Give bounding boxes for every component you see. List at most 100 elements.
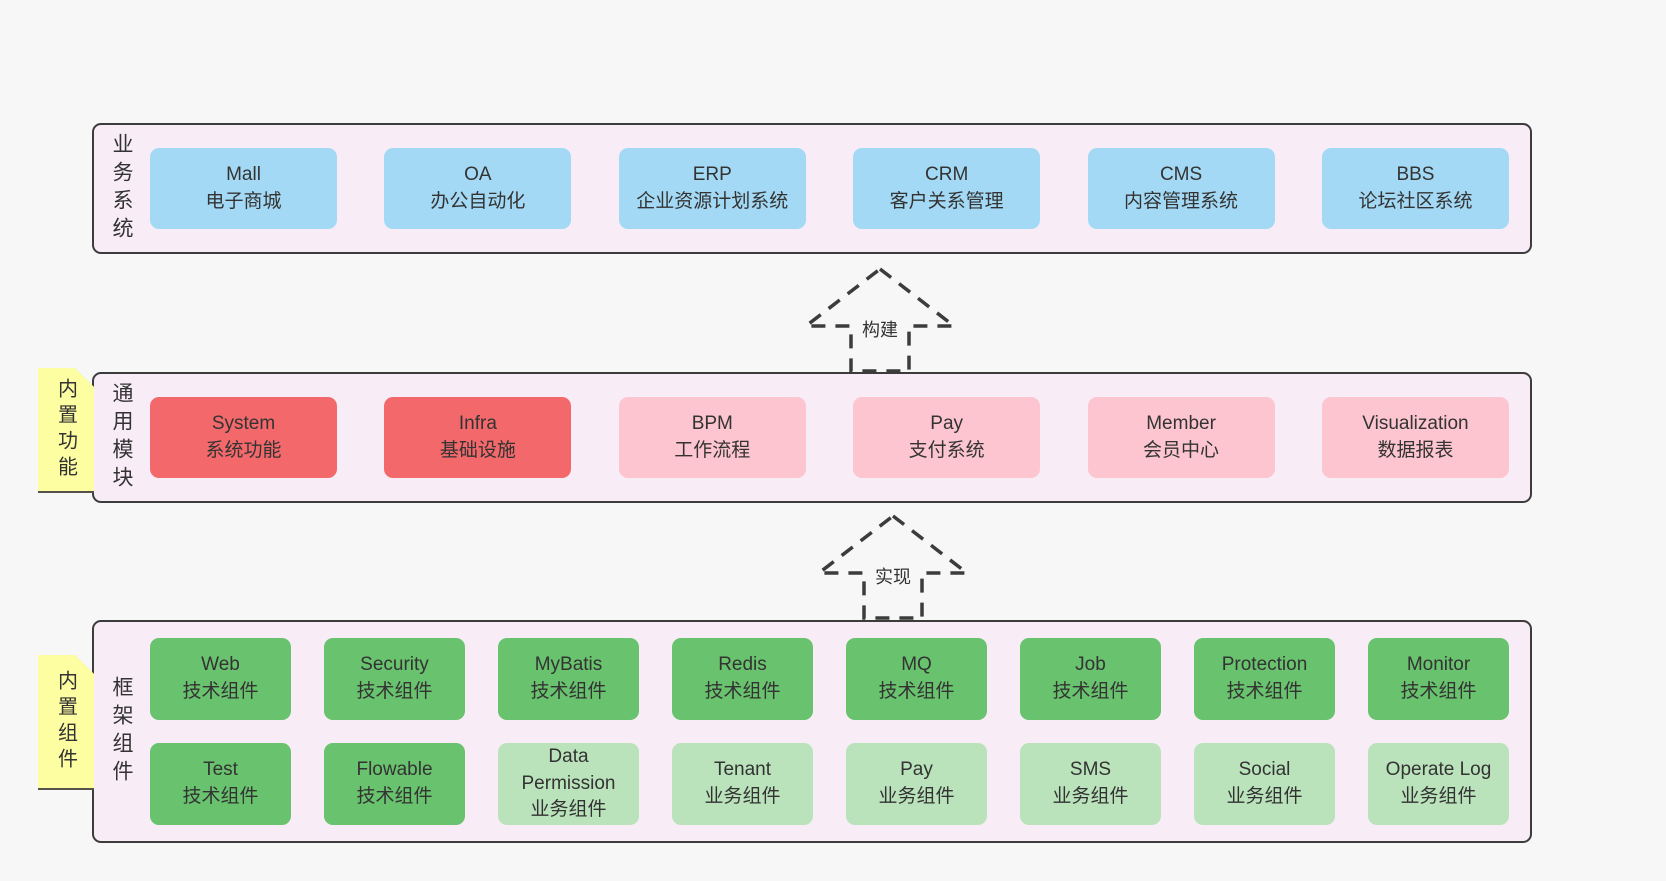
box-web: Web 技术组件: [150, 638, 291, 720]
box-operate-log: Operate Log 业务组件: [1368, 743, 1509, 825]
box-title: Redis: [718, 654, 767, 676]
box-subtitle: 技术组件: [1400, 681, 1477, 702]
box-subtitle: 论坛社区系统: [1358, 190, 1473, 212]
box-cms: CMS 内容管理系统: [1087, 148, 1275, 229]
box-pay: Pay 支付系统: [853, 397, 1041, 478]
box-subtitle: 技术组件: [356, 786, 433, 807]
box-social: Social 业务组件: [1194, 743, 1335, 825]
band-label-business-systems: 业务系统: [110, 132, 133, 245]
box-subtitle: 业务组件: [1400, 786, 1477, 807]
sticky-note-built-in-features: 内置功能: [38, 368, 94, 493]
box-monitor: Monitor 技术组件: [1368, 638, 1509, 720]
box-row: System 系统功能 Infra 基础设施 BPM 工作流程 Pay 支付系统 Member 会…: [150, 397, 1509, 478]
box-title: Monitor: [1406, 654, 1471, 676]
box-subtitle: 会员中心: [1143, 439, 1220, 461]
box-subtitle: 业务组件: [878, 786, 955, 807]
box-test: Test 技术组件: [150, 743, 291, 825]
sticky-note-label: 内置功能: [54, 377, 77, 482]
box-subtitle: 办公自动化: [430, 190, 526, 212]
box-title: System: [211, 412, 276, 434]
box-title: MQ: [901, 654, 932, 676]
box-flowable: Flowable 技术组件: [324, 743, 465, 825]
box-system: System 系统功能: [150, 397, 337, 478]
arrow-implement-label: 实现: [875, 567, 911, 587]
box-subtitle: 工作流程: [674, 439, 751, 461]
box-title: BBS: [1396, 163, 1435, 185]
box-security: Security 技术组件: [324, 638, 465, 720]
box-bpm: BPM 工作流程: [618, 397, 806, 478]
box-oa: OA 办公自动化: [384, 148, 572, 229]
box-subtitle: 技术组件: [356, 681, 433, 702]
box-subtitle: 企业资源计划系统: [636, 190, 789, 212]
box-title: Data Permission: [521, 746, 616, 794]
sticky-note-built-in-components: 内置组件: [38, 655, 94, 790]
box-title: BPM: [691, 412, 733, 434]
box-subtitle: 内容管理系统: [1124, 190, 1239, 212]
arrow-build-label: 构建: [862, 320, 898, 340]
box-title: Operate Log: [1385, 759, 1492, 781]
box-subtitle: 基础设施: [439, 439, 516, 461]
box-bbs: BBS 论坛社区系统: [1321, 148, 1509, 229]
box-subtitle: 支付系统: [908, 439, 985, 461]
box-subtitle: 业务组件: [1226, 786, 1303, 807]
band-common-modules-boxes: System 系统功能 Infra 基础设施 BPM 工作流程 Pay 支付系统 Member 会…: [150, 374, 1509, 501]
box-infra: Infra 基础设施: [384, 397, 572, 478]
box-mq: MQ 技术组件: [846, 638, 987, 720]
box-data-permission: Data Permission 业务组件: [498, 743, 639, 825]
box-title: Pay: [930, 412, 964, 434]
box-title: Test: [203, 759, 238, 781]
box-subtitle: 技术组件: [182, 681, 259, 702]
box-title: SMS: [1069, 759, 1112, 781]
box-subtitle: 数据报表: [1377, 439, 1454, 461]
box-subtitle: 业务组件: [530, 799, 607, 821]
box-redis: Redis 技术组件: [672, 638, 813, 720]
arrow-up-outline: [800, 266, 960, 373]
box-title: CRM: [925, 163, 969, 185]
box-subtitle: 技术组件: [878, 681, 955, 702]
box-erp: ERP 企业资源计划系统: [618, 148, 806, 229]
band-label-framework-components: 框架组件: [110, 675, 133, 788]
box-subtitle: 电子商城: [205, 190, 282, 212]
box-title: Web: [201, 654, 240, 676]
arrow-label-backdrop: [854, 316, 906, 342]
box-subtitle: 技术组件: [182, 786, 259, 807]
box-subtitle: 业务组件: [704, 786, 781, 807]
band-label-common-modules: 通用模块: [110, 381, 133, 494]
box-title: Tenant: [713, 759, 772, 781]
box-title: Job: [1075, 654, 1106, 676]
box-title: Infra: [458, 412, 497, 434]
arrow-label-backdrop: [867, 563, 919, 589]
box-subtitle: 系统功能: [205, 439, 282, 461]
box-title: OA: [464, 163, 492, 185]
box-tenant: Tenant 业务组件: [672, 743, 813, 825]
box-title: Protection: [1221, 654, 1308, 676]
box-subtitle: 技术组件: [530, 681, 607, 702]
sticky-note-label: 内置组件: [54, 669, 77, 774]
box-title: Member: [1146, 412, 1216, 434]
box-title: Security: [360, 654, 429, 676]
box-title: CMS: [1159, 163, 1203, 185]
box-sms: SMS 业务组件: [1020, 743, 1161, 825]
box-subtitle: 技术组件: [704, 681, 781, 702]
box-title: Flowable: [356, 759, 433, 781]
box-title: Visualization: [1362, 412, 1469, 434]
box-subtitle: 技术组件: [1052, 681, 1129, 702]
arrow-implement: 实现: [813, 513, 973, 620]
box-subtitle: 业务组件: [1052, 786, 1129, 807]
box-job: Job 技术组件: [1020, 638, 1161, 720]
box-title: ERP: [692, 163, 732, 185]
box-title: Social: [1238, 759, 1291, 781]
box-member: Member 会员中心: [1087, 397, 1275, 478]
